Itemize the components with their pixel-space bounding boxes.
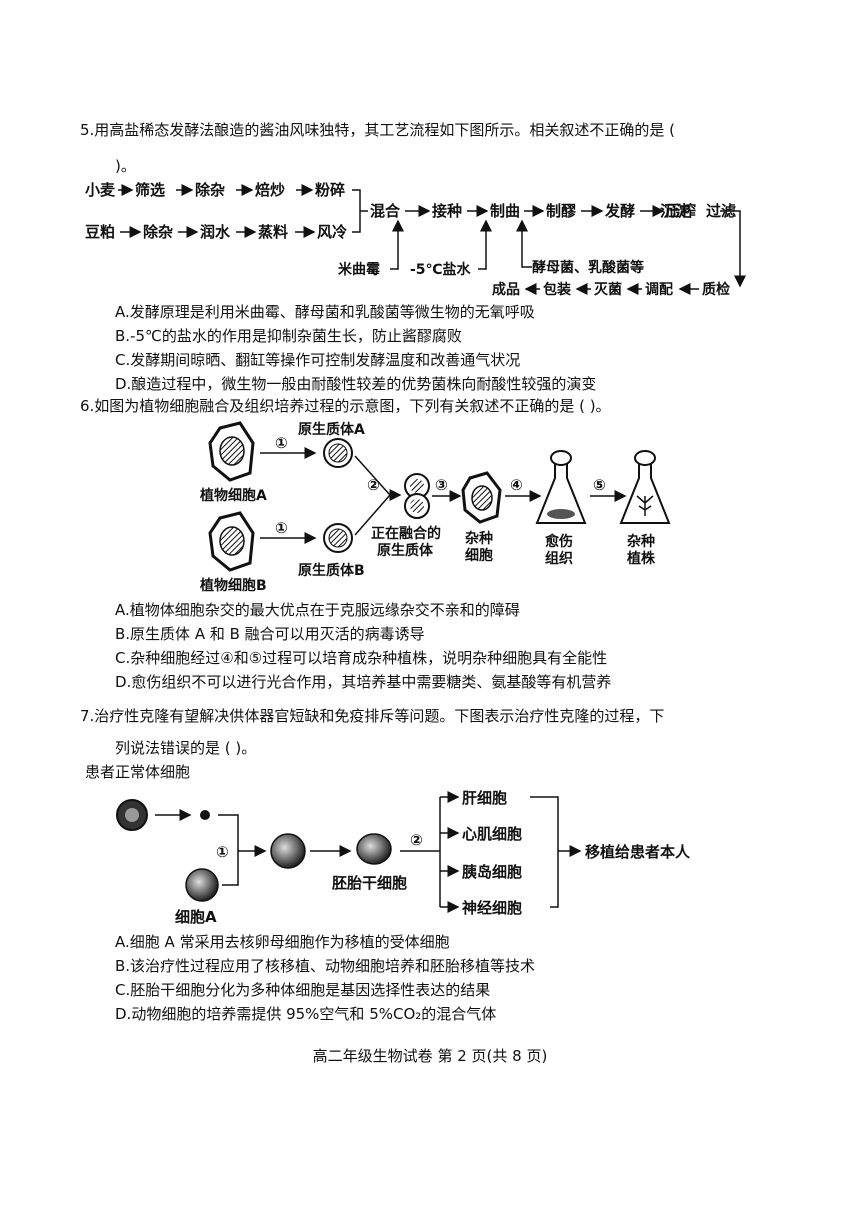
label-stem-cell: 胚胎干细胞 bbox=[332, 874, 407, 892]
step-4: ④ bbox=[510, 476, 523, 494]
flow-screen: 筛选 bbox=[135, 181, 165, 199]
label-plant-1: 杂种 bbox=[627, 533, 655, 550]
q5-option-d[interactable]: D.酿造过程中，微生物一般由耐酸性较差的优势菌株向耐酸性较强的演变 bbox=[115, 375, 597, 393]
flow-roast: 焙炒 bbox=[255, 181, 285, 199]
flow-mix: 混合 bbox=[370, 202, 401, 220]
q6-fusion-diagram: 植物细胞A ① 原生质体A 植物细胞B ① 原生质体B ② 正在融合的 原生质体… bbox=[199, 421, 671, 594]
label-plant-2: 植株 bbox=[626, 550, 656, 567]
step-2: ② bbox=[367, 476, 380, 494]
nucleus-icon bbox=[200, 810, 210, 820]
label-hybrid-cell-2: 细胞 bbox=[465, 547, 493, 564]
product-neuron: 神经细胞 bbox=[462, 899, 522, 917]
label-cell-a: 细胞A bbox=[175, 908, 217, 926]
q7-option-d[interactable]: D.动物细胞的培养需提供 95%空气和 5%CO₂的混合气体 bbox=[115, 1005, 497, 1023]
flow-inspect: 质检 bbox=[702, 281, 730, 298]
flow-ferment: 发酵 bbox=[604, 202, 635, 220]
q5-stem-line1: 5.用高盐稀态发酵法酿造的酱油风味独特，其工艺流程如下图所示。相关叙述不正确的是… bbox=[80, 121, 675, 139]
flow-make-koji: 制曲 bbox=[490, 202, 520, 220]
label-hybrid-cell-1: 杂种 bbox=[465, 530, 493, 547]
q7-option-c[interactable]: C.胚胎干细胞分化为多种体细胞是基因选择性表达的结果 bbox=[115, 981, 491, 999]
q7-cloning-diagram: 细胞A ① 胚胎干细胞 ② 肝细胞 心肌细胞 胰岛细胞 神经细胞 移植给患者本人 bbox=[116, 789, 691, 926]
flow-remove-impurities-1: 除杂 bbox=[195, 181, 225, 199]
label-fusing-1: 正在融合的 bbox=[371, 525, 441, 542]
flow-make-mash: 制醪 bbox=[546, 202, 577, 220]
flow-air-cool: 风冷 bbox=[317, 223, 347, 241]
q6-option-b[interactable]: B.原生质体 A 和 B 融合可以用灭活的病毒诱导 bbox=[115, 625, 425, 643]
label-fusing-2: 原生质体 bbox=[377, 542, 434, 559]
flow-sterilize: 灭菌 bbox=[593, 281, 622, 298]
label-protoplast-a: 原生质体A bbox=[298, 421, 365, 438]
flow-aspergillus: 米曲霉 bbox=[338, 261, 380, 278]
label-transplant: 移植给患者本人 bbox=[585, 843, 691, 861]
q5-option-a[interactable]: A.发酵原理是利用米曲霉、酵母菌和乳酸菌等微生物的无氧呼吸 bbox=[115, 303, 535, 321]
q7-option-a[interactable]: A.细胞 A 常采用去核卵母细胞作为移植的受体细胞 bbox=[115, 933, 450, 951]
reconstructed-cell-icon bbox=[270, 833, 306, 869]
page-footer: 高二年级生物试卷 第 2 页(共 8 页) bbox=[312, 1047, 548, 1065]
flow-settle: 沉淀 bbox=[660, 202, 691, 220]
flow-finished: 成品 bbox=[492, 281, 520, 298]
flow-blend: 调配 bbox=[645, 282, 673, 298]
label-callus-2: 组织 bbox=[545, 550, 573, 567]
embryonic-stem-cell-icon bbox=[356, 833, 392, 865]
step-3: ③ bbox=[435, 476, 448, 494]
step-q7-1: ① bbox=[216, 843, 229, 861]
flow-steam: 蒸料 bbox=[258, 223, 288, 241]
flow-grind: 粉碎 bbox=[315, 181, 345, 199]
product-islet: 胰岛细胞 bbox=[462, 863, 522, 881]
flow-wheat: 小麦 bbox=[85, 181, 116, 199]
q7-option-b[interactable]: B.该治疗性过程应用了核移植、动物细胞培养和胚胎移植等技术 bbox=[115, 957, 536, 975]
q7-caption: 患者正常体细胞 bbox=[85, 763, 191, 781]
flow-remove-impurities-2: 除杂 bbox=[143, 223, 173, 241]
q7-stem-line2: 列说法错误的是 ( )。 bbox=[115, 739, 257, 757]
flow-soak: 润水 bbox=[200, 223, 231, 241]
product-liver: 肝细胞 bbox=[462, 789, 507, 807]
flow-inoculate: 接种 bbox=[432, 202, 462, 220]
flow-yeast-lactic: 酵母菌、乳酸菌等 bbox=[532, 259, 644, 276]
q5-stem-line2: )。 bbox=[115, 157, 136, 175]
flow-filter: 过滤 bbox=[706, 202, 737, 220]
q5-option-b[interactable]: B.-5℃的盐水的作用是抑制杂菌生长，防止酱醪腐败 bbox=[115, 327, 462, 345]
step-1b: ① bbox=[275, 519, 288, 537]
q5-option-c[interactable]: C.发酵期间晾晒、翻缸等操作可控制发酵温度和改善通气状况 bbox=[115, 351, 521, 369]
step-1a: ① bbox=[275, 434, 288, 452]
flow-brine: -5℃盐水 bbox=[410, 261, 472, 278]
q6-stem: 6.如图为植物细胞融合及组织培养过程的示意图，下列有关叙述不正确的是 ( )。 bbox=[80, 397, 611, 415]
step-q7-2: ② bbox=[410, 831, 423, 849]
q5-process-flowchart: 小麦 筛选 除杂 焙炒 粉碎 豆粕 除杂 润水 蒸料 风冷 混合 接种 制曲 制… bbox=[85, 181, 730, 298]
label-callus-1: 愈伤 bbox=[544, 533, 573, 550]
q6-option-a[interactable]: A.植物体细胞杂交的最大优点在于克服远缘杂交不亲和的障碍 bbox=[115, 601, 520, 619]
flow-soybean-meal: 豆粕 bbox=[85, 223, 115, 241]
flow-pack: 包装 bbox=[543, 281, 572, 298]
label-protoplast-b: 原生质体B bbox=[298, 562, 365, 579]
step-5: ⑤ bbox=[593, 476, 606, 494]
label-plant-cell-a: 植物细胞A bbox=[199, 487, 267, 504]
q5-flow-right-branch bbox=[720, 210, 746, 288]
q6-option-c[interactable]: C.杂种细胞经过④和⑤过程可以培育成杂种植株，说明杂种细胞具有全能性 bbox=[115, 649, 608, 667]
q6-option-d[interactable]: D.愈伤组织不可以进行光合作用，其培养基中需要糖类、氨基酸等有机营养 bbox=[115, 673, 612, 691]
q7-stem-line1: 7.治疗性克隆有望解决供体器官短缺和免疫排斥等问题。下图表示治疗性克隆的过程，下 bbox=[80, 707, 665, 725]
cell-a-icon bbox=[185, 868, 219, 902]
flow-press: 压榨 bbox=[666, 202, 696, 220]
label-plant-cell-b: 植物细胞B bbox=[199, 577, 267, 594]
product-cardiac: 心肌细胞 bbox=[462, 825, 522, 843]
